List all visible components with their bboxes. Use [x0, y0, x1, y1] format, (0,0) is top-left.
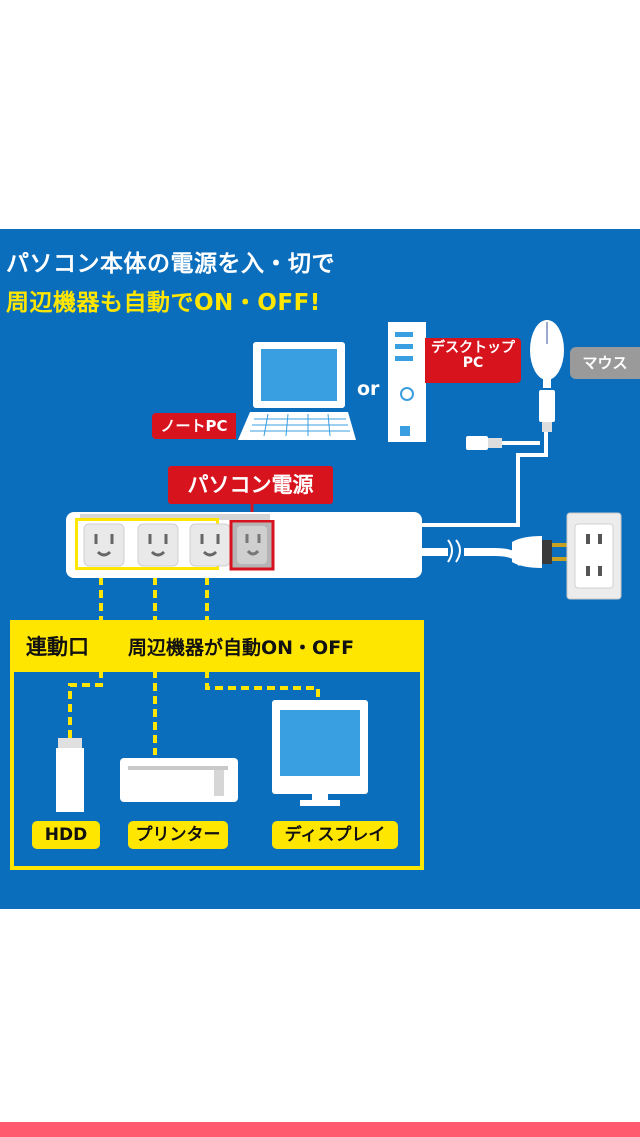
strip-top-edge [80, 514, 270, 520]
desktop-pc-line2: PC [462, 354, 484, 371]
usb-plug-icon [466, 436, 502, 450]
display-icon [272, 700, 368, 806]
mouse-icon [530, 320, 564, 432]
mouse-tag: マウス [570, 347, 640, 379]
linked-box-title: 連動口 [26, 635, 89, 659]
linked-box-subtitle: 周辺機器が自動ON・OFF [128, 637, 355, 659]
outlet-icon [83, 523, 125, 567]
hdd-link [68, 670, 103, 740]
pc-power-tag: パソコン電源 [168, 466, 333, 504]
display-link [205, 670, 320, 702]
wall-outlet-icon [566, 512, 622, 600]
hdd-label: HDD [32, 821, 100, 849]
printer-label: プリンター [128, 821, 228, 849]
display-label: ディスプレイ [272, 821, 398, 849]
printer-icon [120, 758, 238, 802]
desktop-pc-tag: デスクトップ PC [425, 338, 521, 383]
outlet-icon [137, 523, 179, 567]
pc-outlet-icon [229, 520, 275, 571]
cord-break-icon [447, 539, 461, 563]
notebook-pc-tag: ノートPC [152, 413, 236, 439]
or-text: or [357, 378, 380, 400]
desktop-pc-line1: デスクトップ [431, 340, 515, 356]
plug-icon [512, 536, 568, 568]
outlet-icon [189, 523, 231, 567]
outlets [83, 520, 275, 571]
linked-box-header: 連動口 周辺機器が自動ON・OFF [10, 620, 424, 672]
headline-line1: パソコン本体の電源を入・切で [6, 251, 335, 277]
notebook-pc-icon [238, 342, 356, 440]
mouse-cable [420, 430, 548, 527]
bottom-accent-bar [0, 1122, 640, 1137]
desktop-pc-icon [388, 322, 426, 442]
headline-line2: 周辺機器も自動でON・OFF! [6, 290, 321, 316]
hdd-icon [56, 738, 84, 812]
